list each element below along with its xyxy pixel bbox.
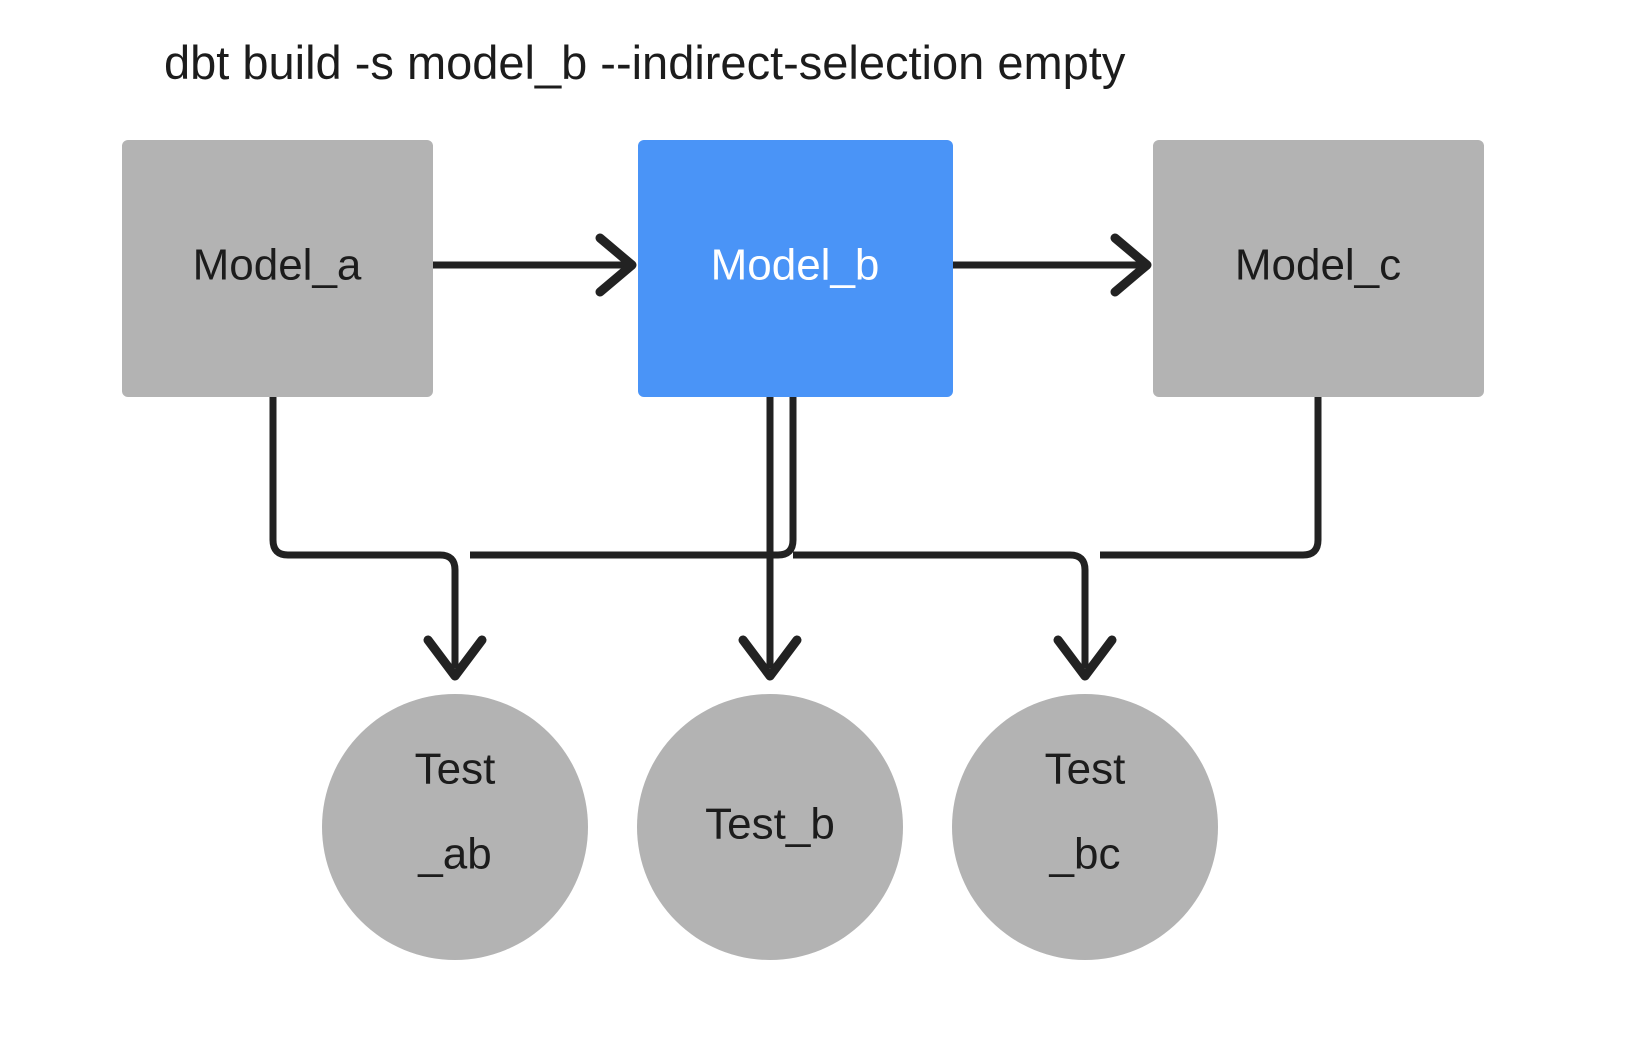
node-model-c-label: Model_c (1235, 241, 1401, 290)
node-model-a-shape[interactable] (122, 140, 433, 397)
edge-model-a-to-test-ab (269, 397, 459, 668)
node-model-c-shape[interactable] (1153, 140, 1484, 397)
diagram-title: dbt build -s model_b --indirect-selectio… (164, 36, 1126, 89)
node-model-c[interactable]: Model_c (1153, 140, 1484, 397)
node-test-bc-label-line2: _bc (1049, 830, 1121, 879)
edge-model-b-to-test-ab (470, 397, 797, 559)
arrowhead-test-ab (423, 635, 487, 681)
edge-layer (269, 233, 1322, 681)
arrowhead-test-bc (1053, 635, 1117, 681)
node-test-b-shape[interactable] (637, 694, 903, 960)
node-test-bc[interactable]: Test _bc (952, 694, 1218, 960)
node-model-b-shape[interactable] (638, 140, 953, 397)
node-test-bc-shape[interactable] (952, 694, 1218, 960)
edge-model-b-to-test-bc (793, 551, 1089, 668)
node-test-ab-label-line1: Test (415, 745, 496, 794)
node-test-ab-shape[interactable] (322, 694, 588, 960)
arrowhead-model-b-to-model-c (1110, 233, 1152, 297)
edge-model-c-to-test-bc (1100, 397, 1322, 559)
node-layer-tests: Test _ab Test_b Test _bc (322, 694, 1218, 960)
node-test-ab[interactable]: Test _ab (322, 694, 588, 960)
node-model-b[interactable]: Model_b (638, 140, 953, 397)
node-model-a-label: Model_a (193, 241, 362, 290)
node-layer-models: Model_a Model_b Model_c (122, 140, 1484, 397)
node-model-b-label: Model_b (711, 241, 880, 290)
arrowhead-test-b (738, 635, 802, 681)
node-test-b-label-line1: Test_b (705, 800, 835, 849)
node-test-b[interactable]: Test_b (637, 694, 903, 960)
node-model-a[interactable]: Model_a (122, 140, 433, 397)
arrowhead-model-a-to-model-b (595, 233, 637, 297)
node-test-ab-label-line2: _ab (417, 830, 491, 879)
node-test-bc-label-line1: Test (1045, 745, 1126, 794)
